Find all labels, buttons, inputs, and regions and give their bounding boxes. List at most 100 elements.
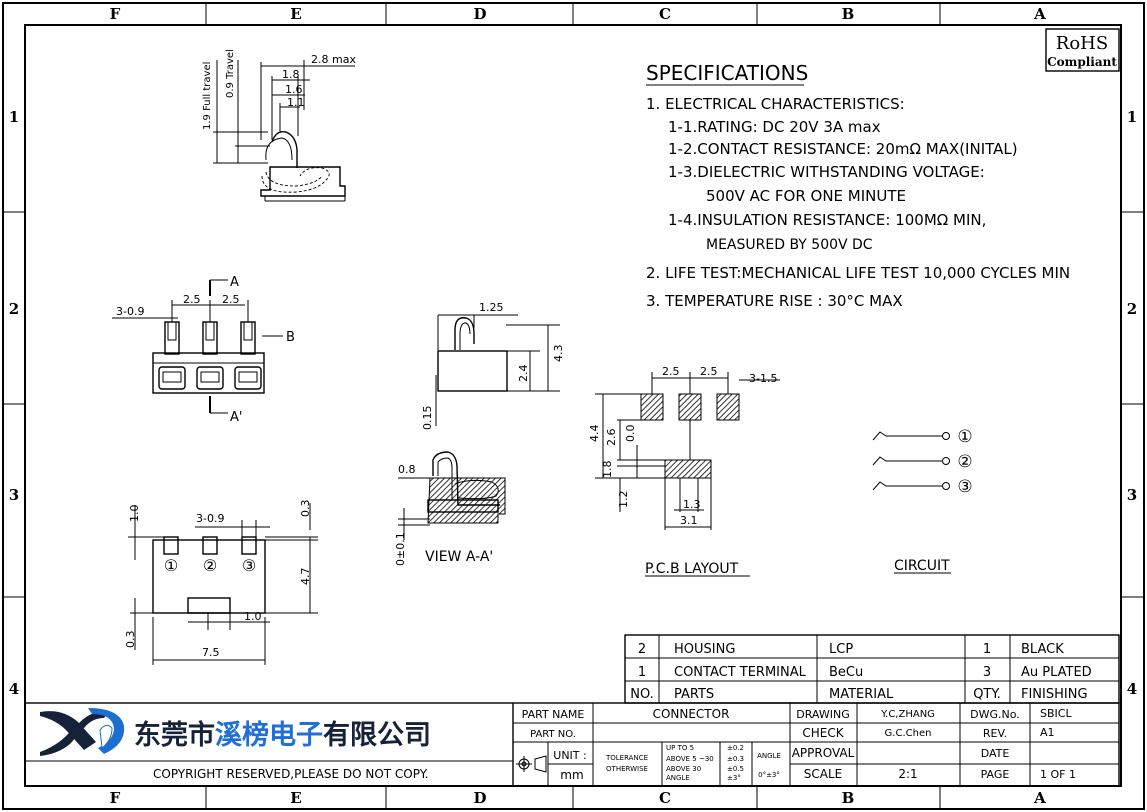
- bom-table: 2 HOUSING LCP 1 BLACK 1 CONTACT TERMINAL…: [624, 634, 1120, 704]
- right-view: 1.25 4.3 2.4 0.15: [421, 301, 565, 430]
- circuit-pin: ③: [957, 477, 972, 497]
- column-label-top: F: [110, 5, 121, 23]
- bom-header: FINISHING: [1021, 687, 1088, 702]
- circuit-pin: ②: [957, 452, 972, 472]
- section-view: 0.8 0±0.1 VIEW A-A': [394, 451, 506, 566]
- circuit-pin: ①: [957, 427, 972, 447]
- title-label: ANGLE: [757, 752, 781, 760]
- dim-label: 1.8: [282, 68, 300, 81]
- spec-line: 500V AC FOR ONE MINUTE: [706, 187, 906, 205]
- rohs-subtitle: Compliant: [1047, 55, 1117, 69]
- dim-label: 4.4: [588, 425, 601, 443]
- grid-row-labels: 1 2 3 4 1 2 3 4: [9, 108, 1137, 698]
- tolerance-range: ANGLE: [666, 774, 690, 782]
- row-label-right: 3: [1127, 486, 1137, 504]
- title-label: APPROVAL: [792, 746, 855, 760]
- dim-label: 3-0.9: [196, 512, 224, 525]
- dim-label: 0.3: [299, 500, 312, 518]
- pin-number: ②: [203, 556, 217, 575]
- title-label: OTHERWISE: [606, 765, 648, 773]
- title-label: REV.: [983, 727, 1007, 740]
- dim-label: 2.5: [183, 293, 201, 306]
- column-label-top: E: [290, 5, 301, 23]
- angle-value: 0°±3°: [758, 771, 780, 779]
- title-block: 东莞市溪榜电子有限公司 COPYRIGHT RESERVED,PLEASE DO…: [24, 702, 1120, 787]
- bom-header: NO.: [630, 687, 654, 702]
- dim-label: 2.5: [700, 365, 718, 378]
- section-marker: A': [230, 410, 242, 425]
- bom-cell: BeCu: [829, 665, 863, 680]
- dim-label: 1.6: [285, 83, 303, 96]
- dim-label: 0.3: [124, 631, 137, 649]
- circuit-caption: CIRCUIT: [894, 558, 950, 574]
- column-label-bottom: F: [110, 789, 121, 807]
- dim-label: 3-0.9: [116, 305, 144, 318]
- rohs-badge: RoHS Compliant: [1045, 28, 1120, 72]
- tolerance-range: ABOVE 30: [666, 765, 701, 773]
- column-label-bottom: D: [473, 789, 486, 807]
- bom-header: PARTS: [674, 687, 714, 702]
- specifications-block: SPECIFICATIONS 1. ELECTRICAL CHARACTERIS…: [646, 61, 1070, 310]
- dim-label: 1.3: [683, 498, 701, 511]
- title-label: PAGE: [981, 768, 1010, 781]
- dim-label: 2.5: [222, 293, 240, 306]
- pcb-caption: P.C.B LAYOUT: [645, 561, 739, 577]
- tolerance-value: ±0.2: [727, 744, 744, 752]
- bom-cell: 1: [983, 642, 991, 657]
- bom-cell: Au PLATED: [1021, 665, 1092, 680]
- title-label: SCALE: [804, 767, 842, 781]
- dim-label: 2.6: [605, 429, 618, 447]
- dim-label: 0.15: [421, 406, 434, 431]
- title-label: PART NO.: [530, 729, 576, 740]
- bom-cell: CONTACT TERMINAL: [674, 665, 807, 680]
- spec-line: MEASURED BY 500V DC: [706, 237, 873, 253]
- row-label-right: 1: [1127, 108, 1137, 126]
- dim-label: 4.3: [552, 345, 565, 363]
- dim-label: 1.0: [128, 505, 141, 523]
- column-label-bottom: A: [1033, 789, 1046, 807]
- title-label: PART NAME: [522, 708, 585, 721]
- dim-label: 0.8: [398, 463, 416, 476]
- drawing-by: Y.C,ZHANG: [880, 709, 935, 720]
- bom-cell: BLACK: [1021, 642, 1064, 657]
- bom-header: QTY.: [973, 687, 1001, 702]
- bom-cell: 1: [638, 665, 646, 680]
- bom-cell: LCP: [829, 642, 853, 657]
- dim-label: 1.8: [601, 461, 614, 479]
- title-label: CHECK: [802, 726, 844, 740]
- drawing-number: SBICL: [1040, 707, 1072, 720]
- column-label-bottom: C: [659, 789, 671, 807]
- spec-line: 2. LIFE TEST:MECHANICAL LIFE TEST 10,000…: [646, 264, 1070, 282]
- spec-line: 1. ELECTRICAL CHARACTERISTICS:: [646, 95, 905, 113]
- projection-symbol-icon: [516, 755, 547, 773]
- rohs-title: RoHS: [1056, 33, 1108, 54]
- dim-label: 3-1.5: [749, 372, 777, 385]
- row-label-left: 1: [9, 108, 19, 126]
- part-name: CONNECTOR: [653, 707, 730, 721]
- dim-label: 0.0: [624, 425, 637, 443]
- spec-line: 1-4.INSULATION RESISTANCE: 100MΩ MIN,: [668, 211, 986, 229]
- pin-number: ①: [164, 556, 178, 575]
- front-view: 3-0.9 2.5 2.5 A B A': [112, 275, 295, 425]
- tolerance-range: UP TO 5: [666, 744, 694, 752]
- dim-label: 0.9 Travel: [225, 49, 236, 98]
- section-marker: A: [230, 275, 239, 290]
- scale-value: 2:1: [898, 767, 917, 781]
- title-label: DRAWING: [796, 708, 849, 721]
- spec-line: 1-2.CONTACT RESISTANCE: 20mΩ MAX(INITAL): [668, 140, 1018, 158]
- section-caption: VIEW A-A': [425, 549, 493, 565]
- column-label-top: B: [842, 5, 855, 23]
- company-name: 东莞市溪榜电子有限公司: [134, 719, 431, 751]
- dim-label: 4.7: [299, 568, 312, 586]
- title-label: TOLERANCE: [605, 754, 648, 762]
- dim-label: 2.8 max: [311, 53, 356, 66]
- dim-label: 1.9 Full travel: [202, 62, 213, 130]
- row-label-right: 4: [1127, 680, 1137, 698]
- tolerance-value: ±0.3: [727, 755, 744, 763]
- column-label-bottom: B: [842, 789, 855, 807]
- dim-label: 7.5: [202, 646, 220, 659]
- dim-label: 1.0: [244, 610, 262, 623]
- revision: A1: [1040, 726, 1055, 739]
- section-marker: B: [286, 330, 295, 345]
